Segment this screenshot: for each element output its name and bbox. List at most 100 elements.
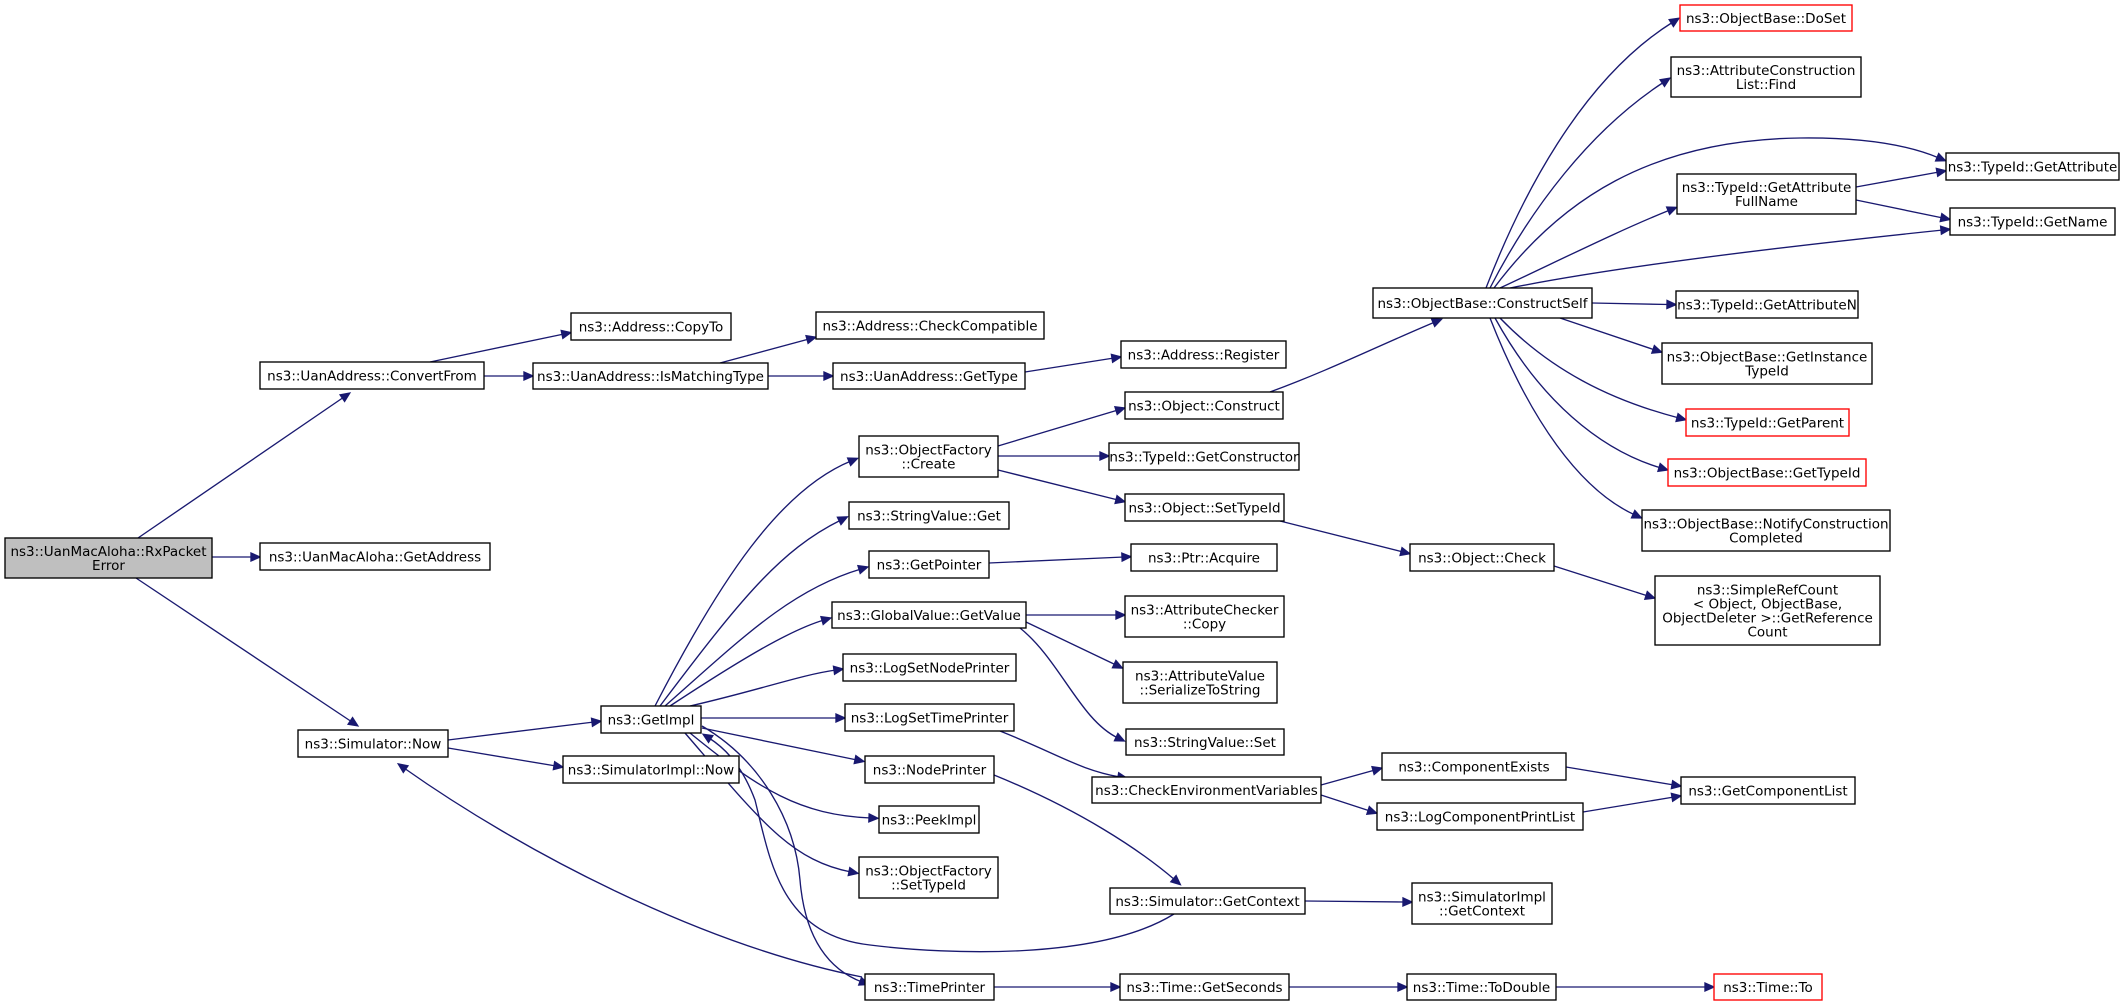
node-ofcreate[interactable]: ns3::ObjectFactory::Create [858,435,999,478]
node-label: ns3::AttributeValue [1135,669,1265,685]
node-label: ns3::TypeId::GetName [1958,215,2108,231]
node-accopy[interactable]: ns3::AttributeChecker::Copy [1124,595,1285,638]
node-uangettype[interactable]: ns3::UanAddress::GetType [832,362,1026,390]
node-box [259,542,491,571]
node-checkcompat[interactable]: ns3::Address::CheckCompatible [815,311,1045,340]
node-svget[interactable]: ns3::StringValue::Get [848,501,1010,530]
node-timeprinter[interactable]: ns3::TimePrinter [864,973,995,1001]
node-label: ns3::ObjectBase::GetInstance [1667,350,1868,366]
node-obgettypeid[interactable]: ns3::ObjectBase::GetTypeId [1667,458,1867,487]
node-getcomplist[interactable]: ns3::GetComponentList [1680,776,1856,805]
edge-ofcreate-to-objsettypeid [997,469,1127,505]
node-tidgetparent[interactable]: ns3::TypeId::GetParent [1685,408,1850,437]
node-box [848,501,1010,530]
edge-root-to-convertfrom [137,392,352,539]
edge-getimpl-to-getpointer [664,564,870,707]
edge-uangettype-to-addrregister [1024,353,1123,373]
node-label: ns3::GlobalValue::GetValue [837,608,1021,624]
node-label: ::Create [902,457,956,473]
node-ptracquire[interactable]: ns3::Ptr::Acquire [1130,543,1278,572]
node-box [864,973,995,1001]
node-tidgetctor[interactable]: ns3::TypeId::GetConstructor [1108,442,1300,471]
node-box [1381,752,1567,781]
node-box [831,601,1027,629]
node-timeto[interactable]: ns3::Time::To [1713,973,1823,1001]
node-timetodouble[interactable]: ns3::Time::ToDouble [1406,973,1557,1001]
node-objcheck[interactable]: ns3::Object::Check [1409,543,1555,572]
node-simimplnow[interactable]: ns3::SimulatorImpl::Now [562,755,740,784]
node-svset[interactable]: ns3::StringValue::Set [1125,728,1285,756]
node-label: Count [1747,625,1787,641]
node-logtimeprinter[interactable]: ns3::LogSetTimePrinter [844,703,1015,732]
node-peekimpl[interactable]: ns3::PeekImpl [878,805,980,834]
node-label: ::Copy [1183,617,1226,633]
node-box [1667,458,1867,487]
edge-checkenv-to-logcompprint [1320,794,1379,815]
node-compexists[interactable]: ns3::ComponentExists [1381,752,1567,781]
node-getpointer[interactable]: ns3::GetPointer [868,550,990,579]
node-box [600,705,702,734]
node-logcompprint[interactable]: ns3::LogComponentPrintList [1376,802,1584,831]
node-convertfrom[interactable]: ns3::UanAddress::ConvertFrom [259,361,485,390]
node-srcgetref[interactable]: ns3::SimpleRefCount< Object, ObjectBase,… [1654,575,1881,646]
node-objconstruct[interactable]: ns3::Object::Construct [1124,391,1284,420]
node-box [570,312,732,341]
node-box [1949,207,2116,236]
node-checkenv[interactable]: ns3::CheckEnvironmentVariables [1091,776,1322,804]
node-obconstructself[interactable]: ns3::ObjectBase::ConstructSelf [1372,287,1593,319]
node-getaddress[interactable]: ns3::UanMacAloha::GetAddress [259,542,491,571]
node-ofsettypeid[interactable]: ns3::ObjectFactory::SetTypeId [858,856,999,899]
node-label: ns3::Object::SetTypeId [1128,501,1280,517]
node-tidgetattrn[interactable]: ns3::TypeId::GetAttributeN [1675,290,1859,319]
edge-gvgetvalue-to-svset [1019,627,1126,742]
edge-getimpl-to-lognodeprinter [689,665,845,707]
node-label: ns3::UanAddress::IsMatchingType [537,369,764,385]
node-box [259,361,485,390]
node-copyto[interactable]: ns3::Address::CopyTo [570,312,732,341]
node-label: < Object, ObjectBase, [1693,597,1842,613]
node-obnotify[interactable]: ns3::ObjectBase::NotifyConstructionCompl… [1641,509,1891,552]
node-box [1680,776,1856,805]
node-box [1409,543,1555,572]
node-label: ::SerializeToString [1140,683,1261,699]
node-ismatching[interactable]: ns3::UanAddress::IsMatchingType [532,362,769,390]
node-box [4,537,213,579]
edge-checkenv-to-compexists [1320,765,1384,786]
node-lognodeprinter[interactable]: ns3::LogSetNodePrinter [842,653,1017,682]
node-timegetsec[interactable]: ns3::Time::GetSeconds [1119,973,1290,1001]
node-tidgetattr[interactable]: ns3::TypeId::GetAttribute [1945,152,2120,181]
node-label: ns3::Address::CopyTo [579,320,724,336]
node-label: ns3::GetPointer [877,558,982,574]
edge-obconstructself-to-tidgetattr [1493,137,1947,289]
node-label: ns3::ObjectBase::ConstructSelf [1378,296,1589,312]
edge-getimpl-to-logtimeprinter [701,712,847,724]
node-label: ns3::UanAddress::ConvertFrom [267,369,477,385]
node-simnow[interactable]: ns3::Simulator::Now [297,729,449,758]
edge-convertfrom-to-copyto [429,329,573,363]
edge-obconstructself-to-obnotify [1489,317,1643,519]
node-objsettypeid[interactable]: ns3::Object::SetTypeId [1124,493,1285,522]
node-label: ns3::Object::Check [1418,551,1546,567]
edge-timetodouble-to-timeto [1556,981,1716,993]
node-addrregister[interactable]: ns3::Address::Register [1120,340,1287,369]
node-getimpl[interactable]: ns3::GetImpl [600,705,702,734]
node-box [1376,802,1584,831]
node-gvgetvalue[interactable]: ns3::GlobalValue::GetValue [831,601,1027,629]
node-simimplgetctx[interactable]: ns3::SimulatorImpl::GetContext [1411,882,1553,925]
node-simgetctx[interactable]: ns3::Simulator::GetContext [1109,887,1306,915]
node-avserialize[interactable]: ns3::AttributeValue::SerializeToString [1122,661,1278,704]
node-obdoset[interactable]: ns3::ObjectBase::DoSet [1679,4,1853,32]
node-nodeprinter[interactable]: ns3::NodePrinter [864,755,995,784]
node-label: ns3::SimpleRefCount [1697,583,1838,599]
node-label: ::GetContext [1439,904,1525,920]
edge-nodeprinter-to-simgetctx [993,774,1182,886]
node-box [1130,543,1278,572]
edge-getimpl-to-ofcreate [654,457,860,707]
edge-obconstructself-to-tidgetparent [1499,317,1688,423]
node-tidgetname[interactable]: ns3::TypeId::GetName [1949,207,2116,236]
